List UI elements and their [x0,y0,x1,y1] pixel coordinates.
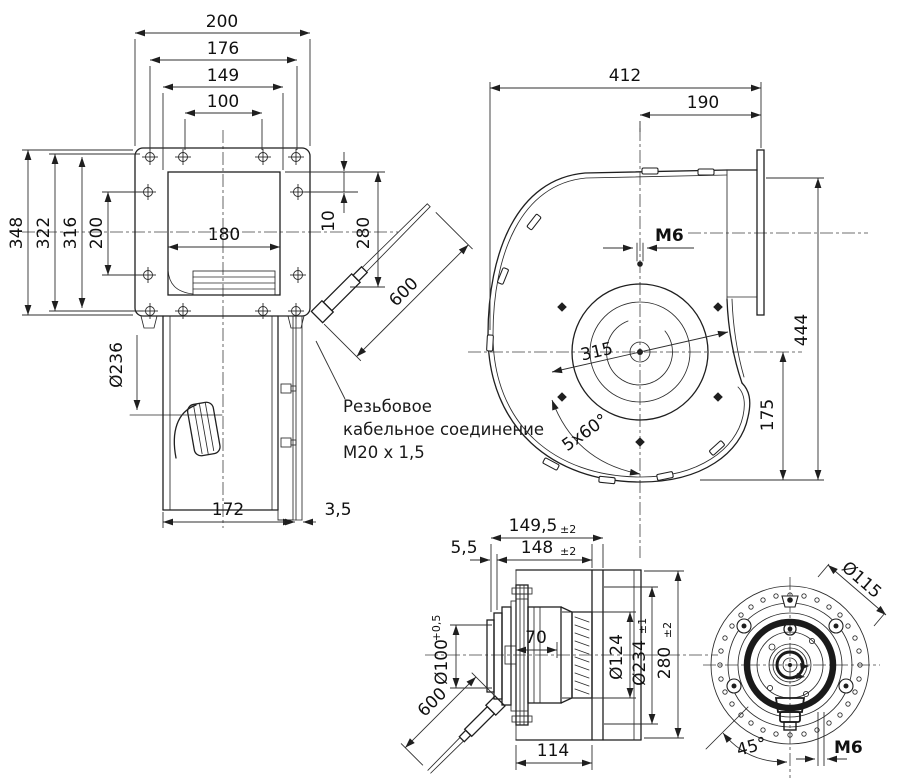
tol-side-280: ±2 [661,622,674,638]
inlet-curl [173,401,221,459]
terminal-bracket [774,697,806,731]
dim-rear-d115: Ø115 [837,558,885,603]
tol-side-149-5: ±2 [560,523,576,536]
cable-note-line1: Резьбовое [343,397,432,416]
dim-front-base-172: 172 [212,500,244,520]
casing-clips [486,167,725,485]
cable-gland-side [400,672,506,774]
dim-side-d124: Ø124 [607,634,627,680]
tol-side-d234: ±1 [636,618,649,634]
front-view: 200 176 149 100 180 348 322 316 200 10 2… [7,12,544,528]
dim-front-width-149: 149 [207,66,239,86]
tol-side-148: ±2 [560,545,576,558]
stud-label-m6-scroll: M6 [655,226,684,246]
dim-front-cable-600: 600 [385,274,422,311]
scroll-view: M6 412 190 315 5x60° 444 175 [468,66,868,558]
dim-front-depth-280: 280 [354,217,374,249]
dim-side-5-5: 5,5 [450,538,477,558]
rotation-arrow-icon [800,663,809,670]
dim-side-148: 148 [521,538,553,558]
dim-front-width-200: 200 [206,12,238,32]
dim-side-d234: Ø234 [630,640,650,686]
dim-front-gap-3-5: 3,5 [324,500,351,520]
rear-view: Ø115 45° M6 [703,558,887,778]
motor-fins [574,616,590,695]
dim-side-149-5: 149,5 [509,516,558,536]
dim-side-cable-600: 600 [414,684,451,721]
rotation-arrow-icon [796,673,805,679]
dim-scroll-190: 190 [687,93,719,113]
dim-side-d100: Ø100 [432,639,452,685]
dim-scroll-175: 175 [758,399,778,431]
dim-front-height-348: 348 [7,217,27,249]
dim-scroll-315: 315 [579,339,615,366]
dim-rear-45: 45° [735,734,769,761]
dim-front-height-200: 200 [87,217,107,249]
dim-front-width-100: 100 [207,92,239,112]
dim-side-114: 114 [537,741,569,761]
dim-front-inlet-diameter: Ø236 [107,342,127,388]
motor-lugs [726,595,854,694]
dim-scroll-444: 444 [792,314,812,346]
dim-scroll-412: 412 [609,66,641,86]
side-view: 600 149,5 ±2 148 ±2 5,5 70 Ø100 +0,5 Ø12… [400,516,718,774]
dim-side-280: 280 [655,647,675,679]
dim-front-height-316: 316 [61,217,81,249]
tol-side-d100: +0,5 [430,615,443,642]
dim-front-height-322: 322 [34,217,54,249]
dim-side-70: 70 [525,628,547,648]
cable-note-line2: кабельное соединение [343,420,544,439]
stud-label-m6-rear: M6 [834,738,863,758]
cable-note-line3: М20 х 1,5 [343,443,425,462]
dim-front-opening-180: 180 [208,225,240,245]
dim-front-width-176: 176 [207,39,239,59]
dim-front-offset-10: 10 [319,210,339,232]
